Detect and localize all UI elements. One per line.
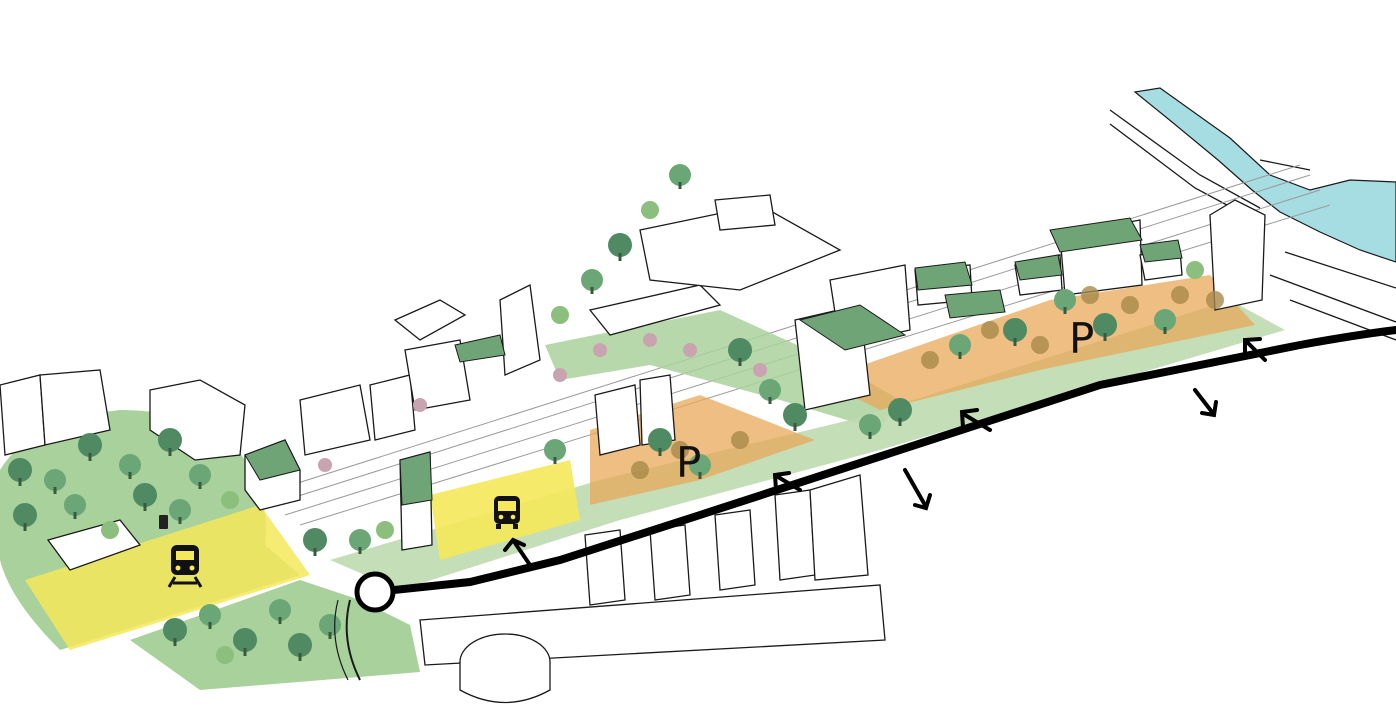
parking-label: P (676, 438, 701, 487)
arrow-icon (1195, 390, 1216, 415)
arrow-icon (905, 470, 930, 508)
bin-icon (159, 515, 168, 529)
parking-label: P (1069, 314, 1094, 363)
roundabout-icon (357, 574, 393, 610)
